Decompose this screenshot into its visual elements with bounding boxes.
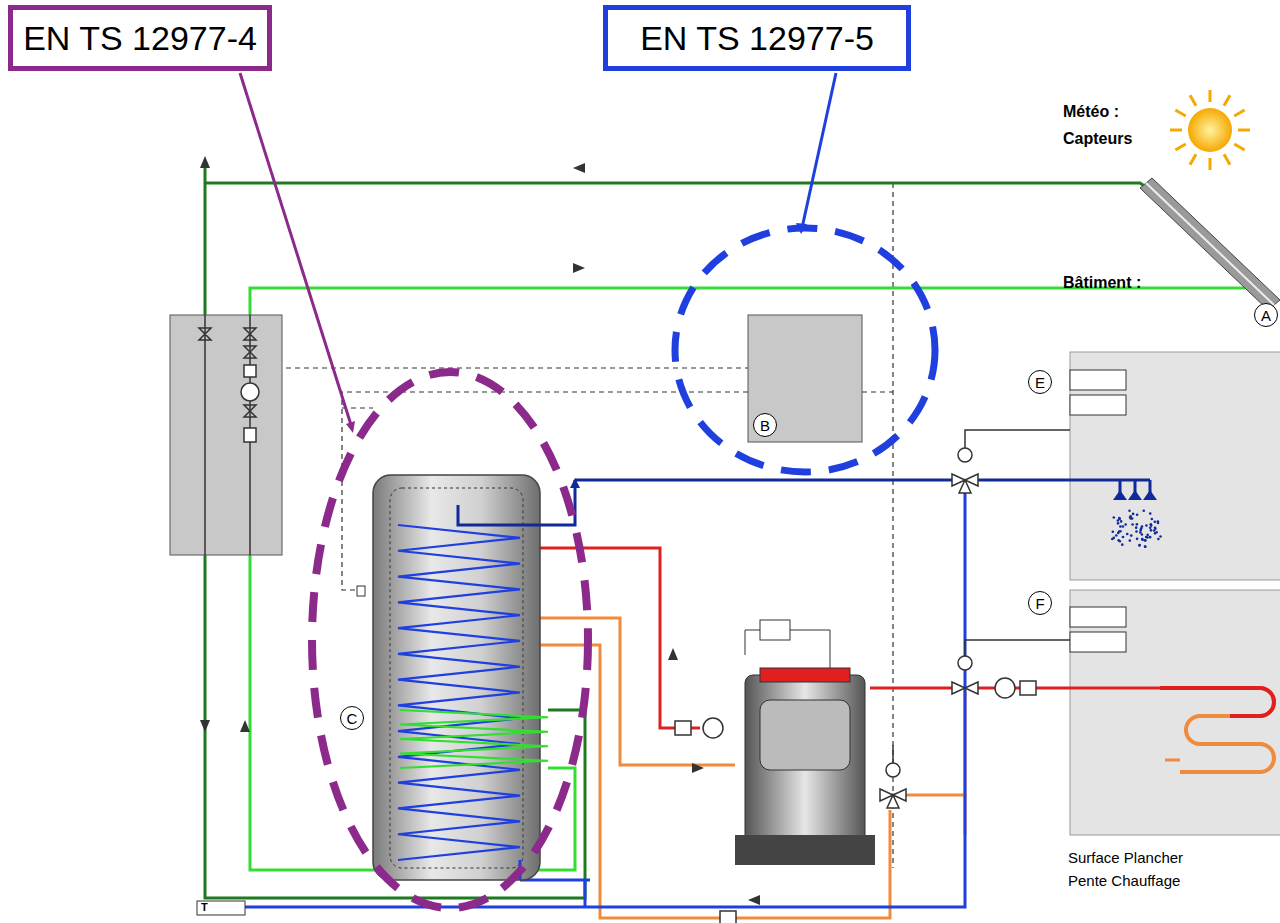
callout-circle: E [1028,370,1052,394]
solar-flow-pipe [205,165,1158,898]
callout-circle: A [1254,303,1278,327]
sensor-label: T [201,901,208,913]
callout-circle: F [1028,591,1052,615]
standard-label-box: EN TS 12977-4 [8,5,272,71]
heading-label: Capteurs [1063,130,1132,148]
callout-letter: C [347,710,358,727]
standard-label-box: EN TS 12977-5 [603,5,911,71]
station-fittings [199,315,259,555]
callout-letter: A [1261,307,1271,324]
control-lines [268,183,893,868]
scope-outline [675,228,935,472]
solar-station [170,315,282,555]
callout-circle: B [753,413,777,437]
sensor-box [197,901,245,915]
scope-outline [312,372,588,908]
pumps-valves [675,430,1070,923]
controller-box [748,315,862,442]
callout-circle: C [340,706,364,730]
boiler [735,620,875,865]
callout-letter: F [1035,595,1044,612]
room-panel [1070,352,1280,580]
sun-icon [1170,90,1250,170]
leader-arrow [346,421,355,433]
leader-arrow [796,223,807,234]
shower-heads [1111,490,1162,548]
callout-letter: E [1035,374,1045,391]
thermostat-boxes [1070,370,1126,652]
storage-tank [357,475,580,880]
standard-name: EN TS 12977-5 [640,19,874,58]
setting-label: Pente Chauffage [1068,872,1180,889]
hot-water-pipe [575,480,1150,495]
floor-heating-loop [1160,688,1274,772]
room-panel [1070,590,1280,835]
setting-label: Surface Plancher [1068,849,1183,866]
heading-label: Météo : [1063,103,1119,121]
heading-label: Bâtiment : [1063,274,1141,292]
flow-arrows [200,156,760,905]
leader-line [802,73,836,228]
floor-heating-loop [1160,688,1274,716]
cold-water-pipe [245,493,965,907]
solar-collector [1140,178,1280,310]
callout-letter: B [760,417,770,434]
standard-name: EN TS 12977-4 [23,19,257,58]
return-pipes [540,618,1180,918]
leader-line [240,73,352,428]
